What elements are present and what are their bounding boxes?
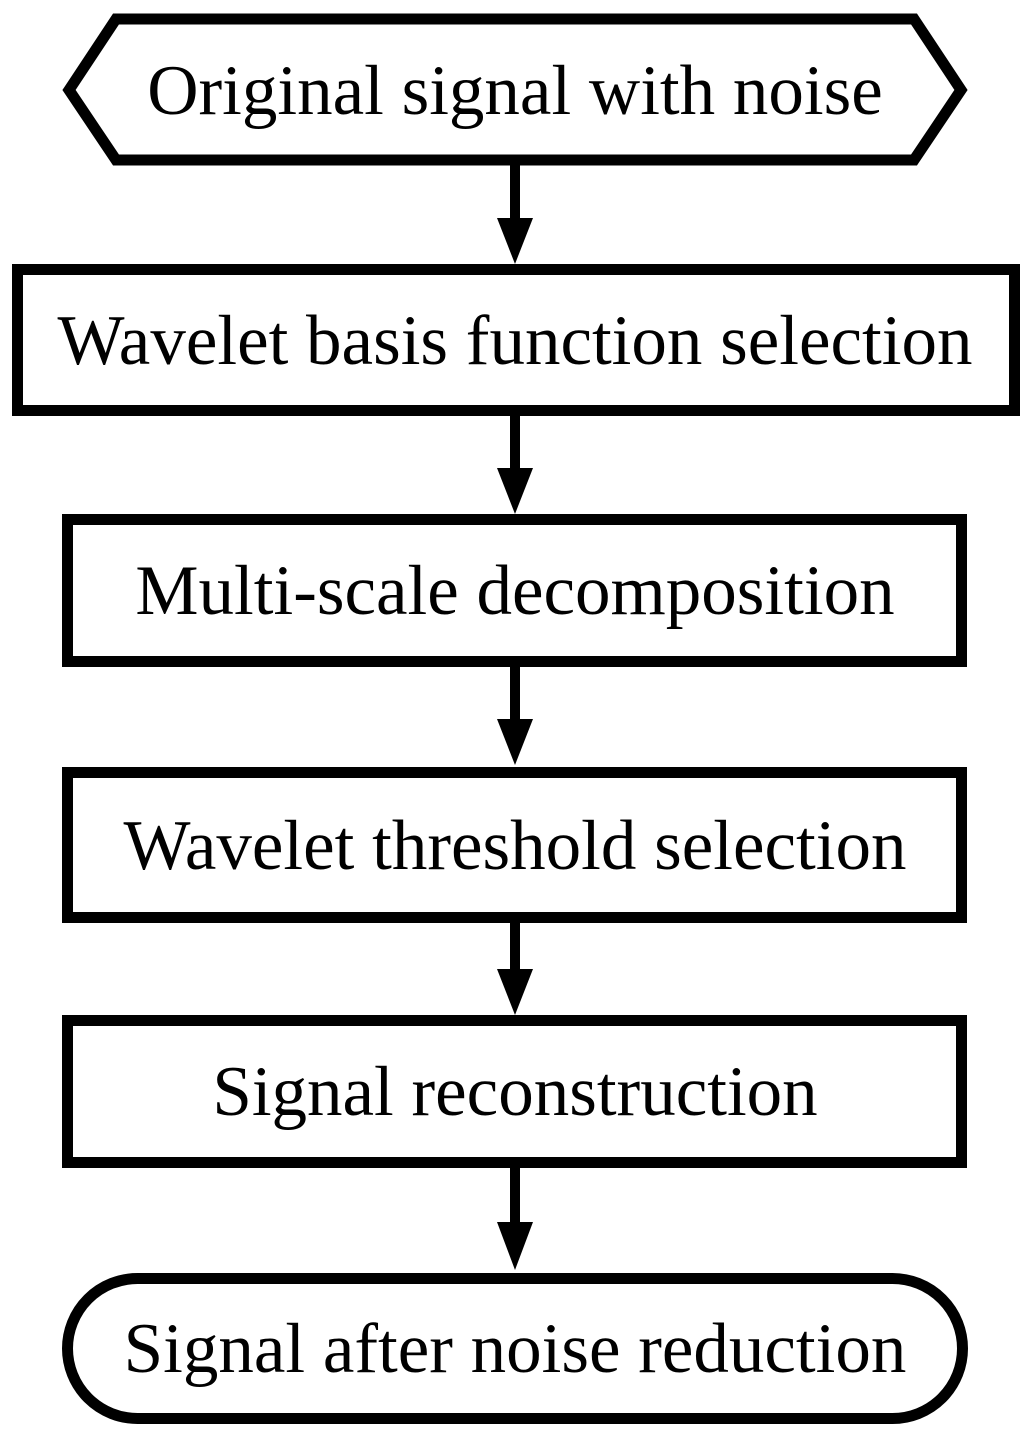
node-step4: Signal reconstruction <box>62 1015 967 1168</box>
node-step4-label: Signal reconstruction <box>212 1053 817 1131</box>
arrow-head-icon <box>497 468 533 514</box>
arrow-head-icon <box>497 218 533 264</box>
node-end: Signal after noise reduction <box>62 1273 968 1424</box>
arrow-down-1 <box>497 164 533 264</box>
rectangle-shape <box>62 514 967 667</box>
rectangle-shape <box>12 264 1020 416</box>
arrow-head-icon <box>497 719 533 765</box>
rounded-rectangle-shape <box>62 1273 968 1424</box>
arrow-head-icon <box>497 969 533 1015</box>
arrow-down-5 <box>497 1166 533 1270</box>
arrow-down-2 <box>497 414 533 514</box>
node-step3: Wavelet threshold selection <box>62 767 967 923</box>
node-step2-label: Multi-scale decomposition <box>135 552 894 630</box>
node-step3-label: Wavelet threshold selection <box>124 807 907 885</box>
rectangle-shape <box>62 1015 967 1168</box>
hexagon-shape <box>62 13 968 166</box>
node-start-label: Original signal with noise <box>147 52 883 130</box>
arrow-head-icon <box>497 1222 533 1270</box>
node-end-label: Signal after noise reduction <box>124 1310 907 1388</box>
node-step1-label: Wavelet basis function selection <box>57 302 972 380</box>
arrow-down-3 <box>497 665 533 765</box>
node-step2: Multi-scale decomposition <box>62 514 967 667</box>
rectangle-shape <box>62 767 967 923</box>
node-step1: Wavelet basis function selection <box>12 264 1020 416</box>
arrow-down-4 <box>497 921 533 1015</box>
node-start: Original signal with noise <box>62 13 968 166</box>
